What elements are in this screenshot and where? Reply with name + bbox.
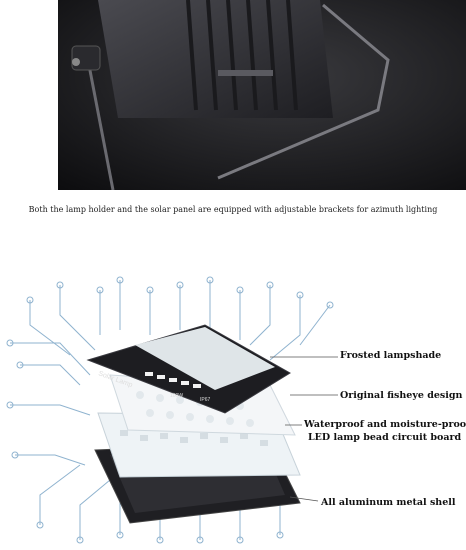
leader-lines	[270, 356, 338, 502]
lamp-power-label: 100W	[170, 393, 183, 399]
lamp-bracket-photo	[58, 0, 466, 190]
photo-caption: Both the lamp holder and the solar panel…	[28, 205, 438, 214]
exploded-diagram: Solar Lamp 100W IP67	[6, 276, 338, 544]
callout-waterproof: Waterproof and moisture-proof	[304, 419, 466, 430]
circuit-decoration	[10, 280, 331, 540]
frosted-lampshade	[135, 327, 275, 390]
callout-metal-shell: All aluminum metal shell	[321, 497, 456, 508]
callout-frosted-lampshade: Frosted lampshade	[340, 350, 442, 361]
circuit-dots	[6, 276, 334, 544]
callout-led-board: LED lamp bead circuit board	[308, 432, 462, 443]
lamp-rating-label: IP67	[200, 397, 211, 403]
callout-fisheye-design: Original fisheye design	[340, 390, 463, 401]
